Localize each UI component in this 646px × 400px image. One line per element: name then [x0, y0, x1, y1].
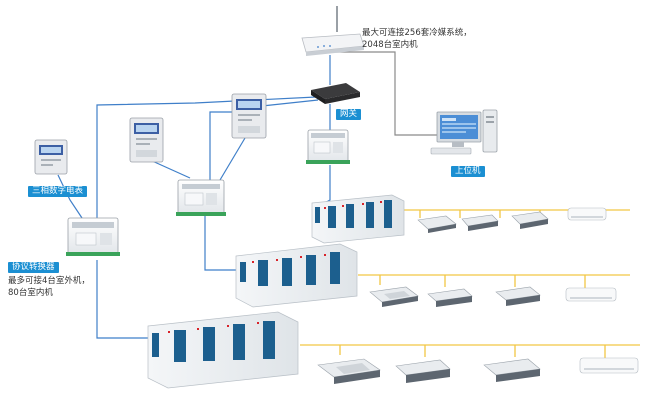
- three-phase-meter-label: 三相数字电表: [28, 186, 88, 197]
- indoor-units-row-3: [317, 357, 639, 384]
- ceiling-cassette-icon: [511, 211, 549, 229]
- pipe-system3: [300, 344, 640, 358]
- indoor-units-row-1: [417, 207, 607, 233]
- max-capacity-note: 最大可连接256套冷媒系统， 2048台室内机: [362, 28, 472, 51]
- ceiling-cassette-icon: [369, 286, 419, 307]
- converter-module-icon-2: [176, 179, 226, 216]
- desktop-pc-icon: [430, 109, 498, 155]
- meter2-link: [219, 137, 246, 181]
- gateway-to-meter2: [261, 99, 319, 107]
- max-capacity-note-line2: 2048台室内机: [362, 39, 418, 50]
- outdoor-unit-row-3: [147, 311, 299, 389]
- duct-unit-icon: [395, 359, 451, 383]
- electric-meter-icon-3: [231, 93, 267, 139]
- converter-capacity-note: 最多可接4台室外机， 80台室内机: [8, 276, 90, 299]
- protocol-converter-label: 协议转换器: [8, 262, 59, 273]
- electric-meter-icon-2: [129, 117, 164, 163]
- wall-split-icon: [579, 357, 639, 374]
- pipe-system1: [404, 209, 630, 218]
- router-to-pc-cable: [330, 51, 440, 136]
- converter-module-icon-3: [306, 129, 350, 164]
- duct-unit-icon: [427, 288, 473, 307]
- meter-middle-link: [149, 159, 191, 179]
- wall-split-icon: [567, 207, 607, 221]
- outdoor-unit-row-2: [235, 243, 358, 308]
- ceiling-cassette-icon: [495, 286, 541, 306]
- meter1-link: [57, 174, 83, 219]
- pipe-system2: [358, 274, 630, 289]
- converter2-bus: [204, 200, 236, 271]
- duct-unit-icon: [461, 214, 499, 231]
- host-pc-label: 上位机: [451, 166, 485, 177]
- max-capacity-note-line1: 最大可连接256套冷媒系统，: [362, 28, 472, 38]
- refrigerant-pipes: [300, 209, 640, 358]
- converter-module-icon-1: [66, 217, 120, 256]
- wall-split-icon: [565, 287, 617, 302]
- gateway-switch-icon: [311, 83, 360, 104]
- converter1-bus: [96, 260, 150, 339]
- converter-capacity-note-line2: 80台室内机: [8, 287, 53, 298]
- gateway-label: 网关: [336, 109, 362, 120]
- indoor-units-row-2: [369, 286, 617, 307]
- outdoor-unit-row-1: [311, 194, 405, 244]
- electric-meter-icon-1: [34, 139, 68, 175]
- ceiling-cassette-icon: [417, 215, 457, 233]
- wifi-router-icon: [301, 6, 365, 56]
- ceiling-cassette-icon: [317, 358, 381, 384]
- converter-capacity-note-line1: 最多可接4台室外机，: [8, 276, 90, 286]
- ceiling-cassette-icon: [483, 358, 541, 382]
